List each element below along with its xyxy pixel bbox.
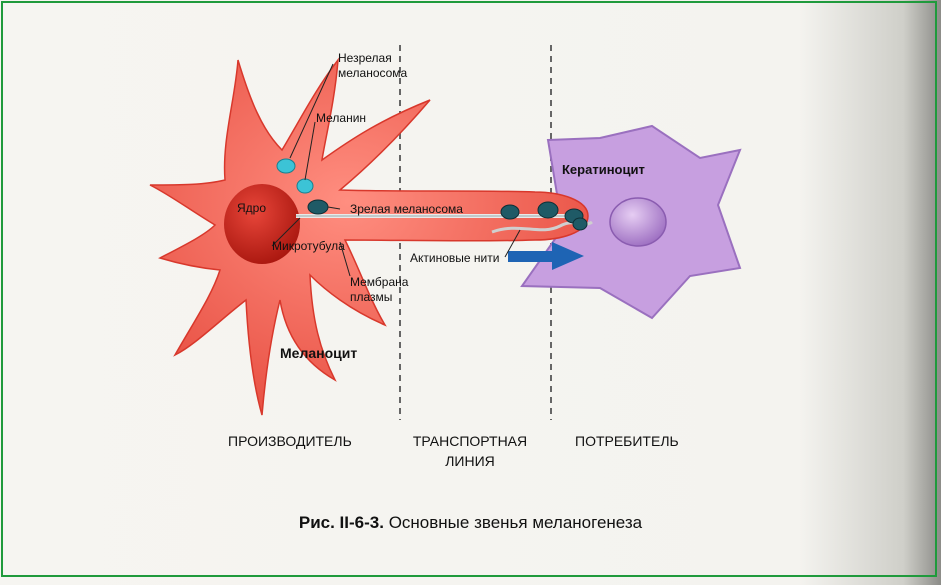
zone-label-producer: ПРОИЗВОДИТЕЛЬ: [228, 433, 352, 449]
figure-caption-text: Основные звенья меланогенеза: [389, 513, 642, 532]
label-actin-filaments: Актиновые нити: [410, 251, 499, 265]
figure-caption: Рис. II-6-3. Основные звенья меланогенез…: [0, 513, 941, 533]
label-mature-melanosome: Зрелая меланосома: [350, 202, 463, 216]
label-immature-melanosome-2: меланосома: [338, 66, 408, 80]
zone-label-consumer: ПОТРЕБИТЕЛЬ: [575, 433, 679, 449]
label-keratinocyte: Кератиноцит: [562, 162, 645, 177]
label-melanin: Меланин: [316, 111, 366, 125]
label-nucleus: Ядро: [237, 201, 266, 215]
label-microtubule: Микротубула: [272, 239, 345, 253]
label-immature-melanosome-1: Незрелая: [338, 51, 392, 65]
zone-label-transport-1: ТРАНСПОРТНАЯ: [413, 433, 527, 449]
keratinocyte-nucleus: [610, 198, 666, 246]
figure-number: Рис. II-6-3.: [299, 513, 384, 532]
label-plasma-membrane-1: Мембрана: [350, 275, 409, 289]
label-melanocyte: Меланоцит: [280, 345, 357, 361]
label-plasma-membrane-2: плазмы: [350, 290, 392, 304]
zone-label-transport-2: ЛИНИЯ: [445, 453, 495, 469]
melanocyte-cell: [150, 60, 588, 415]
